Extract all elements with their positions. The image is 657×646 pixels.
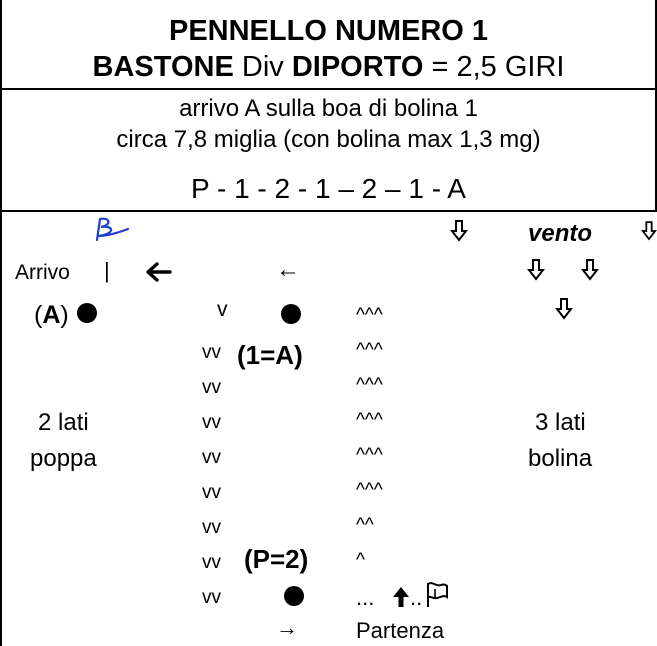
lati-poppa-line1: 2 lati	[38, 409, 89, 436]
mark-1-label: (1=A)	[237, 340, 303, 370]
downwind-mark: vv	[202, 377, 221, 398]
page-title: PENNELLO NUMERO 1	[168, 15, 489, 47]
mark-a-close: )	[60, 301, 69, 329]
mark-a-open: (	[34, 301, 43, 329]
downwind-mark-top: v	[217, 298, 228, 321]
flag-icon	[427, 582, 448, 607]
arrivo-label: Arrivo	[15, 261, 70, 284]
wind-arrow-down-icon	[450, 220, 468, 242]
info-divider	[0, 210, 657, 212]
arrow-right-icon: →	[276, 615, 298, 640]
buoy-2-dot	[284, 586, 304, 606]
downwind-mark: vv	[202, 482, 221, 503]
upwind-mark: ^^^	[356, 410, 383, 431]
upwind-mark: ^^^	[356, 305, 383, 326]
info-line-arrivo: arrivo A sulla boa di bolina 1	[179, 95, 478, 122]
start-line-dots-left: ...	[356, 585, 375, 610]
downwind-mark: vv	[202, 517, 221, 538]
buoy-a-dot	[77, 303, 97, 323]
partenza-label: Partenza	[356, 618, 445, 643]
left-border	[0, 0, 2, 646]
wind-arrow-down-icon	[527, 259, 545, 281]
upwind-mark: ^^^	[356, 445, 383, 466]
lati-bolina-line1: 3 lati	[535, 409, 586, 436]
signature-icon	[95, 217, 130, 242]
arrivo-line: |	[104, 258, 110, 283]
mark-p-label: (P=2)	[244, 544, 309, 574]
subtitle-bastone: BASTONE	[92, 51, 234, 83]
downwind-mark: vv	[202, 552, 221, 573]
upwind-mark: ^^^	[356, 340, 383, 361]
subtitle-giri: = 2,5 GIRI	[423, 51, 565, 83]
course-sequence: P - 1 - 2 - 1 – 2 – 1 - A	[191, 173, 466, 204]
wind-arrow-down-icon	[581, 259, 599, 281]
downwind-mark: vv	[202, 342, 221, 363]
vento-label: vento	[528, 220, 593, 247]
upwind-mark: ^^	[356, 515, 374, 536]
upwind-mark: ^^^	[356, 480, 383, 501]
upwind-mark: ^^^	[356, 375, 383, 396]
info-line-miglia: circa 7,8 miglia (con bolina max 1,3 mg)	[116, 126, 541, 153]
buoy-1-dot	[281, 304, 301, 324]
start-line-dots-right: ..	[410, 585, 423, 610]
upwind-mark: ^	[356, 550, 365, 571]
lati-bolina-line2: bolina	[528, 445, 593, 472]
page-subtitle: BASTONE Div DIPORTO = 2,5 GIRI	[0, 53, 657, 82]
downwind-mark: vv	[202, 412, 221, 433]
right-border	[655, 0, 657, 212]
mark-a-letter: A	[42, 301, 61, 329]
downwind-mark: vv	[202, 587, 221, 608]
arrow-left-small-icon: ←	[276, 256, 300, 283]
subtitle-div: Div	[233, 51, 292, 83]
lati-poppa-line2: poppa	[30, 445, 97, 472]
arrow-up-icon	[393, 587, 409, 607]
header-divider	[0, 88, 657, 90]
mark-a-label: (A)	[34, 303, 69, 328]
arrow-left-icon	[146, 262, 172, 282]
subtitle-diporto: DIPORTO	[291, 51, 424, 83]
wind-arrow-down-icon	[641, 221, 657, 241]
downwind-mark: vv	[202, 447, 221, 468]
wind-arrow-down-icon	[555, 298, 573, 320]
